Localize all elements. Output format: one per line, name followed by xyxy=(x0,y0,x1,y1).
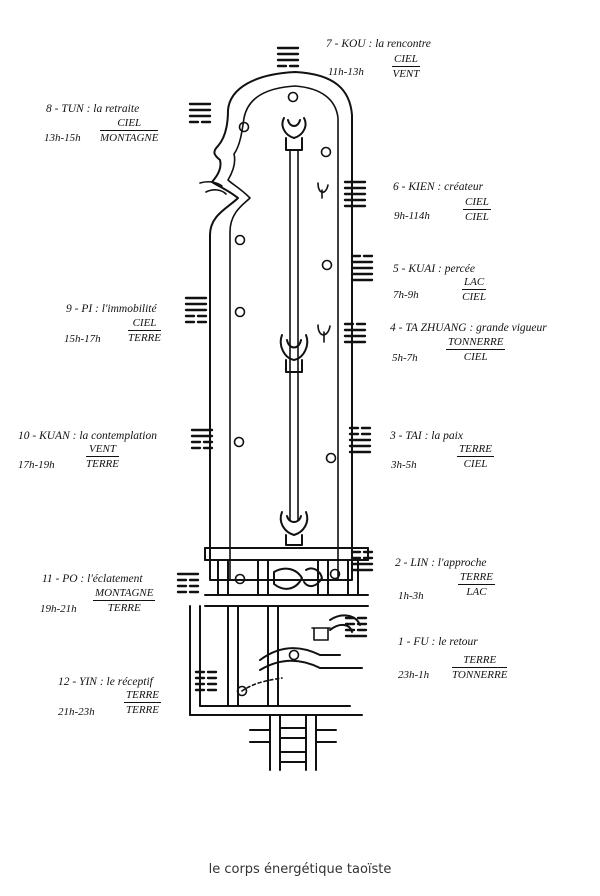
hour-range: 3h-5h xyxy=(391,459,417,471)
hour-range: 17h-19h xyxy=(18,459,55,471)
hour-range: 7h-9h xyxy=(393,289,419,301)
hour-range: 15h-17h xyxy=(64,333,101,345)
cauldron-lower xyxy=(279,511,309,546)
upper-trigram: TERRE xyxy=(452,654,508,668)
hexagram-title: 3 - TAI : la paix xyxy=(390,430,463,442)
lower-trigram: CIEL xyxy=(462,291,487,303)
lower-trigram: LAC xyxy=(466,586,487,598)
lower-trigram: TERRE xyxy=(107,602,141,614)
hexagram-symbol-pi xyxy=(184,296,208,324)
hexagram-symbol-kuan xyxy=(190,428,214,450)
hexagram-symbol-kou xyxy=(276,46,300,68)
body-inner-outline xyxy=(227,85,339,581)
lower-trigram: TERRE xyxy=(128,332,161,344)
upper-trigram: TERRE xyxy=(457,443,494,457)
hexagram-title: 11 - PO : l'éclatement xyxy=(42,573,143,585)
hour-range: 9h-114h xyxy=(394,210,430,222)
trigram-pair: TERRE TERRE xyxy=(124,689,161,716)
hexagram-title: 1 - FU : le retour xyxy=(398,636,478,648)
hexagram-symbol-po xyxy=(176,572,200,594)
trigram-pair: CIEL CIEL xyxy=(463,196,491,223)
trigram-pair: CIEL MONTAGNE xyxy=(100,117,159,144)
trigram-pair: CIEL VENT xyxy=(392,53,420,80)
figure-caption: le corps énergétique taoïste xyxy=(208,862,392,877)
cauldron-upper xyxy=(281,117,307,151)
hour-range: 1h-3h xyxy=(398,590,424,602)
lower-trigram: CIEL xyxy=(465,211,489,223)
lower-trigram: TONNERRE xyxy=(452,669,508,681)
trigram-pair: TERRE LAC xyxy=(458,571,495,598)
lower-trigram: CIEL xyxy=(463,458,488,470)
upper-trigram: CIEL xyxy=(392,53,420,67)
lower-trigram: TERRE xyxy=(126,704,159,716)
hour-range: 11h-13h xyxy=(328,66,364,78)
hexagram-symbol-tun xyxy=(188,102,212,124)
trigram-pair: LAC CIEL xyxy=(462,276,487,303)
body-outline xyxy=(209,71,353,581)
hexagram-title: 7 - KOU : la rencontre xyxy=(326,38,431,50)
upper-trigram: TERRE xyxy=(124,689,161,703)
lower-body-grid xyxy=(189,547,369,771)
upper-trigram: CIEL xyxy=(128,317,161,331)
hour-range: 23h-1h xyxy=(398,669,430,681)
hexagram-symbol-kien xyxy=(343,180,367,208)
hour-range: 13h-15h xyxy=(44,132,81,144)
hexagram-symbol-tai xyxy=(348,426,372,454)
trigram-pair: CIEL TERRE xyxy=(128,317,161,344)
hexagram-title: 5 - KUAI : percée xyxy=(393,263,475,275)
hexagram-title: 2 - LIN : l'approche xyxy=(395,557,487,569)
trigram-pair: VENT TERRE xyxy=(86,443,119,470)
lower-trigram: TERRE xyxy=(86,458,119,470)
hour-range: 19h-21h xyxy=(40,603,77,615)
upper-trigram: LAC xyxy=(462,276,487,290)
upper-trigram: CIEL xyxy=(100,117,159,131)
lower-trigram: MONTAGNE xyxy=(100,132,159,144)
hexagram-title: 8 - TUN : la retraite xyxy=(46,103,140,115)
trigram-pair: TERRE TONNERRE xyxy=(452,654,508,681)
hour-range: 21h-23h xyxy=(58,706,95,718)
hexagram-title: 6 - KIEN : créateur xyxy=(393,181,484,193)
trigram-pair: TERRE CIEL xyxy=(457,443,494,470)
hexagram-symbols xyxy=(176,46,374,692)
upper-trigram: MONTAGNE xyxy=(93,587,156,601)
trigram-pair: TONNERRE CIEL xyxy=(446,336,506,363)
hexagram-symbol-tazhuang xyxy=(343,322,367,344)
central-channel xyxy=(289,149,299,521)
lower-trigram: CIEL xyxy=(463,351,488,363)
hexagram-title: 10 - KUAN : la contemplation xyxy=(18,430,157,442)
upper-trigram: TONNERRE xyxy=(446,336,506,350)
hexagram-symbol-yin xyxy=(194,670,218,692)
hexagram-symbol-lin xyxy=(350,550,374,572)
lower-trigram: VENT xyxy=(392,68,420,80)
upper-trigram: VENT xyxy=(86,443,119,457)
hexagram-symbol-kuai xyxy=(350,254,374,282)
hexagram-title: 9 - PI : l'immobilité xyxy=(66,303,157,315)
hour-range: 5h-7h xyxy=(392,352,418,364)
hexagram-symbol-fu xyxy=(344,616,368,638)
cauldron-middle xyxy=(279,334,309,373)
upper-trigram: TERRE xyxy=(458,571,495,585)
trigram-pair: MONTAGNE TERRE xyxy=(93,587,156,614)
upper-trigram: CIEL xyxy=(463,196,491,210)
hexagram-title: 12 - YIN : le réceptif xyxy=(58,676,153,688)
points xyxy=(233,91,341,697)
hexagram-title: 4 - TA ZHUANG : grande vigueur xyxy=(390,322,547,334)
